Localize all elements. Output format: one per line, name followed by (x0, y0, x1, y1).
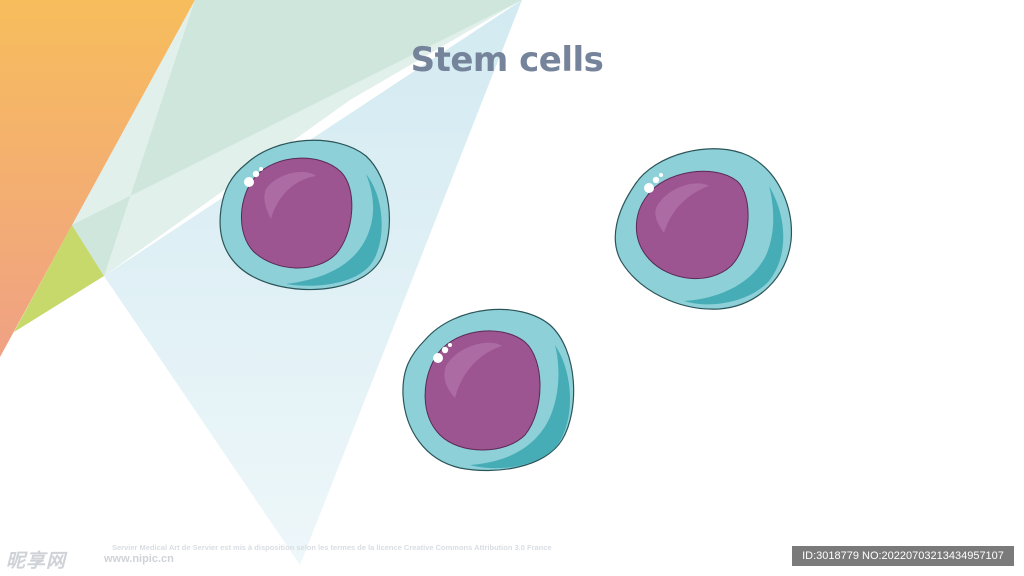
page-title: Stem cells (410, 40, 604, 80)
cell-icon (402, 308, 575, 472)
cell-icon (614, 148, 793, 310)
mint-overlap (72, 0, 522, 276)
watermark-id: ID:3018779 NO:20220703213434957107 (792, 546, 1014, 566)
watermark-url: www.nipic.cn (104, 553, 174, 565)
cell-icon (219, 139, 391, 291)
watermark-logo: 昵享网 (6, 550, 67, 572)
lime-triangle (14, 225, 104, 332)
credit-text: Servier Medical Art de Servier est mis à… (112, 543, 552, 552)
